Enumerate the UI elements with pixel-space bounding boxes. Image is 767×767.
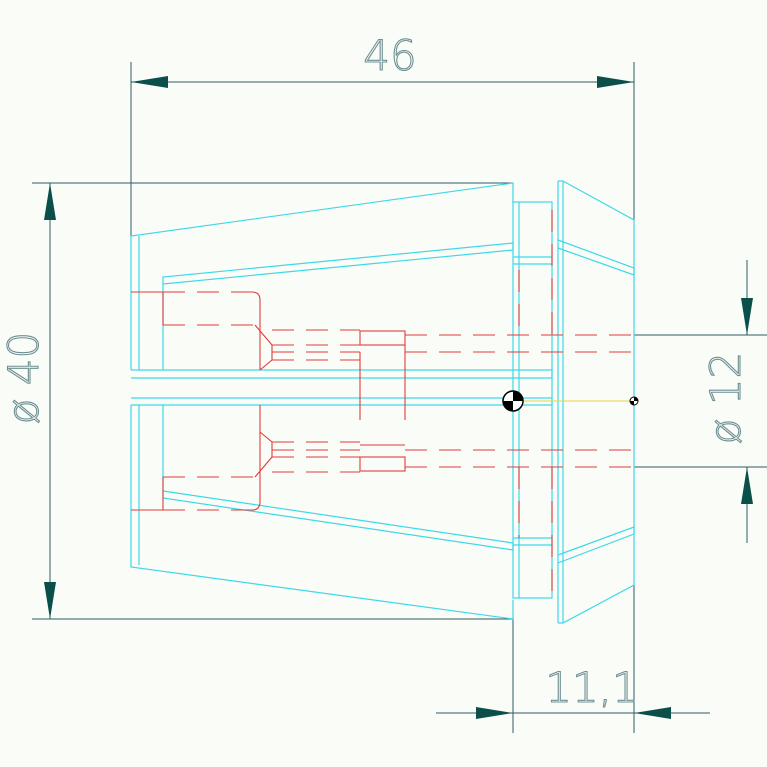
dimension-text-d40: ø 40	[0, 332, 48, 425]
arrowhead-bore-bottom	[741, 467, 753, 504]
dimension-overall-length: 46	[130, 30, 635, 236]
arrowhead-head-right	[634, 707, 671, 719]
arrowhead-left	[131, 76, 168, 88]
dimension-text-d12: ø 12	[701, 352, 750, 445]
arrowhead-right	[597, 76, 634, 88]
centre-of-gravity-marker-small-icon	[629, 396, 639, 406]
dimension-text-46: 46	[363, 31, 416, 80]
arrowhead-bore-top	[741, 298, 753, 335]
collet-outline	[130, 180, 635, 624]
arrowhead-top	[44, 183, 56, 220]
dimension-head-length: 11,1	[436, 585, 710, 733]
dimension-bore-diameter: ø 12	[634, 260, 767, 543]
dimension-outer-diameter: ø 40	[0, 182, 513, 620]
centre-of-gravity-marker-icon	[502, 390, 524, 412]
arrowhead-bottom	[44, 582, 56, 619]
dimension-text-11-1: 11,1	[545, 663, 639, 712]
hidden-lines	[131, 210, 634, 598]
arrowhead-head-left	[476, 707, 513, 719]
